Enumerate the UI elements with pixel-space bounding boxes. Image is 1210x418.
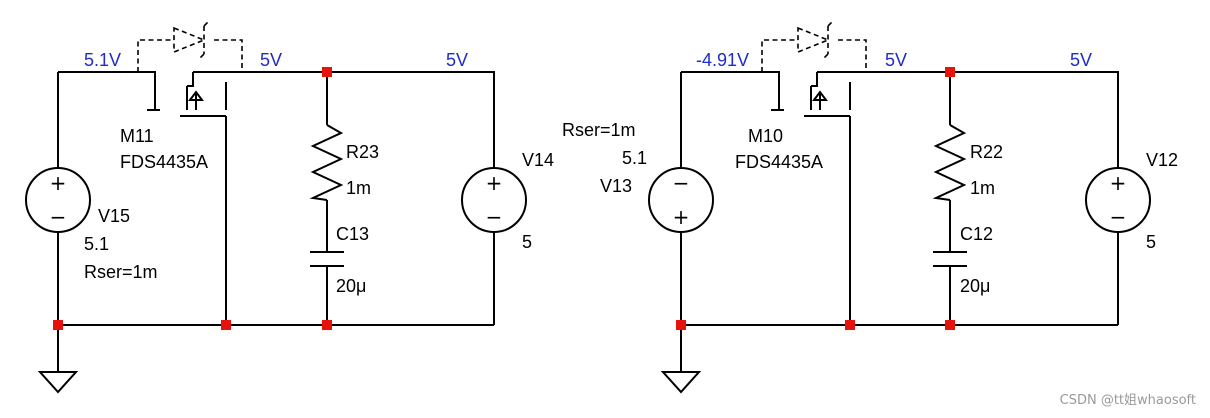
- right-junctions: [676, 67, 955, 330]
- minus-icon: −: [673, 171, 690, 195]
- left-wires: [57, 71, 495, 372]
- capacitor-value-label: 20μ: [960, 276, 990, 296]
- capacitor-ref-label: C13: [336, 224, 369, 244]
- left-ground-icon: [37, 371, 79, 394]
- left-body-diode: [137, 19, 243, 72]
- source-rser-label: Rser=1m: [562, 120, 636, 140]
- voltage-source-v14: + −: [461, 167, 527, 233]
- load-source-ref-label: V12: [1146, 150, 1178, 170]
- plus-icon: +: [1110, 171, 1127, 195]
- left-junctions: [53, 67, 332, 330]
- minus-icon: −: [50, 205, 67, 229]
- capacitor-ref-label: C12: [960, 224, 993, 244]
- resistor-r23: [309, 124, 344, 201]
- load-source-ref-label: V14: [522, 150, 554, 170]
- minus-icon: −: [1110, 205, 1127, 229]
- net-label-right-right: 5V: [1070, 50, 1092, 70]
- voltage-source-v12: + −: [1085, 167, 1151, 233]
- mosfet-model-label: FDS4435A: [735, 152, 823, 172]
- net-label-right-mid: 5V: [885, 50, 907, 70]
- right-wires: [680, 71, 1119, 372]
- voltage-source-v13: − +: [648, 167, 714, 233]
- junction: [53, 320, 63, 330]
- junction: [322, 67, 332, 77]
- source-value-label: 5.1: [84, 234, 109, 254]
- mosfet-model-label: FDS4435A: [120, 152, 208, 172]
- capacitor-value-label: 20μ: [336, 276, 366, 296]
- junction: [221, 320, 231, 330]
- net-label-left-source: 5.1V: [84, 50, 121, 70]
- minus-icon: −: [486, 205, 503, 229]
- resistor-r22: [932, 124, 967, 201]
- capacitor-c12: [933, 251, 967, 267]
- voltage-source-v15: + −: [25, 167, 91, 233]
- net-label-right-source: -4.91V: [696, 50, 749, 70]
- plus-icon: +: [673, 205, 690, 229]
- watermark: CSDN @tt姐whaosoft: [1060, 393, 1196, 408]
- resistor-value-label: 1m: [970, 178, 995, 198]
- source-value-label: 5.1: [622, 148, 647, 168]
- right-circuit: − + + − -4.91V 5V 5V M10 FDS4435A R22 1m…: [562, 19, 1178, 394]
- source-ref-label: V13: [600, 176, 632, 196]
- junction: [845, 320, 855, 330]
- right-ground-icon: [660, 371, 702, 394]
- capacitor-c13: [310, 251, 344, 267]
- resistor-ref-label: R23: [346, 142, 379, 162]
- mosfet-ref-label: M10: [748, 126, 783, 146]
- mosfet-m10: [771, 72, 851, 117]
- right-body-diode: [761, 19, 867, 72]
- mosfet-ref-label: M11: [120, 126, 154, 146]
- resistor-value-label: 1m: [346, 178, 371, 198]
- plus-icon: +: [50, 171, 67, 195]
- source-ref-label: V15: [98, 206, 130, 226]
- plus-icon: +: [486, 171, 503, 195]
- resistor-ref-label: R22: [970, 142, 1003, 162]
- net-label-left-mid: 5V: [260, 50, 282, 70]
- left-circuit: + − + − 5.1V 5V 5V M11 FDS4435A R23 1m C…: [25, 19, 554, 394]
- junction: [945, 320, 955, 330]
- mosfet-m11: [147, 72, 227, 117]
- net-label-left-right: 5V: [446, 50, 468, 70]
- load-source-value-label: 5: [1146, 232, 1156, 252]
- junction: [945, 67, 955, 77]
- junction: [676, 320, 686, 330]
- source-rser-label: Rser=1m: [84, 262, 158, 282]
- junction: [322, 320, 332, 330]
- load-source-value-label: 5: [522, 232, 532, 252]
